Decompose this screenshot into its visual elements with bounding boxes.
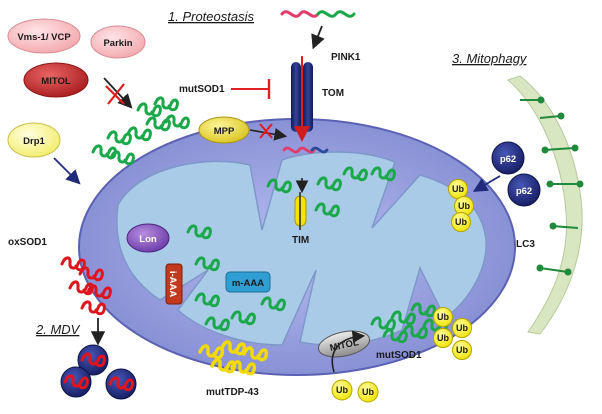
ub-6: Ub <box>362 387 374 397</box>
ub-8: Ub <box>458 201 470 211</box>
p62-a-label: p62 <box>500 154 516 165</box>
mitochondrion <box>78 118 516 376</box>
ub-4: Ub <box>456 345 468 355</box>
m-aaa-label: m-AAA <box>232 278 264 289</box>
vms1-vcp-pill: Vms-1/ VCP <box>7 18 81 54</box>
lc3-membrane <box>507 75 584 335</box>
mutsod1-top-label: mutSOD1 <box>179 84 225 95</box>
heading-mitophagy: 3. Mitophagy <box>452 51 528 66</box>
mpp-label: MPP <box>214 126 235 137</box>
pink1-import <box>280 10 356 50</box>
mpp-pill: MPP <box>198 116 250 144</box>
drp1-arrow <box>53 157 81 185</box>
ub-9: Ub <box>455 217 467 227</box>
p62-b: p62 <box>507 173 541 207</box>
i-aaa-pill: i-AAA <box>165 263 183 305</box>
blocked-arrow-mpp <box>249 123 288 141</box>
heading-proteostasis: 1. Proteostasis <box>168 9 254 24</box>
parkin-pill: Parkin <box>90 25 146 59</box>
ub-2: Ub <box>456 323 468 333</box>
mutsod1-bottom-label: mutSOD1 <box>376 350 422 361</box>
vms1-vcp-label: Vms-1/ VCP <box>17 32 71 43</box>
muttdp43-label: mutTDP-43 <box>206 387 259 398</box>
mitol-top-pill: MITOL <box>23 62 89 98</box>
oxsod1-label: oxSOD1 <box>8 237 47 248</box>
ub-3: Ub <box>437 333 449 343</box>
tom-channel <box>291 56 313 142</box>
blocked-arrow-top <box>103 77 133 109</box>
m-aaa-pill: m-AAA <box>225 271 271 293</box>
p62-a: p62 <box>491 141 525 175</box>
ub-1: Ub <box>437 312 449 322</box>
tim-channel <box>294 178 309 230</box>
p62-b-label: p62 <box>516 186 532 197</box>
inner-membrane-cristae <box>116 151 487 346</box>
cleaved-pink1 <box>282 146 316 154</box>
tim-label: TIM <box>292 235 309 246</box>
inhibition-mutsod1-tom <box>231 79 271 99</box>
ub-5: Ub <box>336 385 348 395</box>
pink1-label: PINK1 <box>331 52 361 63</box>
lon-pill: Lon <box>126 223 170 253</box>
lc3-label: LC3 <box>516 239 535 250</box>
drp1-pill: Drp1 <box>7 122 61 158</box>
ub-mitophagy: Ub Ub Ub <box>448 179 474 232</box>
ub-7: Ub <box>452 184 464 194</box>
drp1-label: Drp1 <box>23 136 45 147</box>
tom-label: TOM <box>322 88 344 99</box>
cleaved-peptide <box>310 146 329 154</box>
ub-bottom-right: Ub Ub Ub Ub <box>433 307 472 360</box>
p62-arrow <box>472 175 501 192</box>
parkin-label: Parkin <box>103 38 132 49</box>
lon-label: Lon <box>139 234 157 245</box>
ub-transfer: Ub Ub <box>331 330 379 403</box>
heading-mdv: 2. MDV <box>35 322 81 337</box>
mdv-vesicles <box>60 344 137 400</box>
i-aaa-label: i-AAA <box>167 271 178 298</box>
mitol-top-label: MITOL <box>41 76 71 87</box>
